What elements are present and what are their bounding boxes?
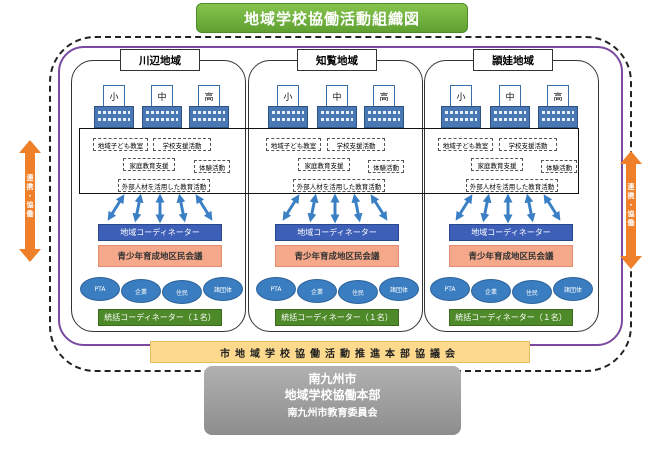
org-ellipse: PTA	[256, 277, 296, 301]
general-coordinator: 統括コーディネーター（１名）	[275, 309, 399, 326]
org-ellipse: 住民	[338, 280, 378, 304]
activity-box: 体験活動	[368, 160, 404, 173]
activity-box: 体験活動	[541, 160, 577, 173]
region-label: 頴娃地域	[473, 49, 553, 71]
left-double-arrow: 連携・協働	[19, 140, 41, 262]
activity-band	[79, 128, 579, 194]
promotion-council-bar: 市地域学校協働活動推進本部協議会	[150, 341, 530, 363]
double-arrow-shape	[19, 140, 41, 262]
double-arrow	[282, 194, 300, 221]
general-coordinator: 統括コーディネーター（１名）	[98, 309, 222, 326]
activity-box: 学校支援活動	[153, 138, 211, 151]
school-icon: 高	[538, 85, 578, 128]
double-arrow	[524, 193, 536, 223]
hq-name: 地域学校協働本部	[284, 388, 381, 402]
org-ellipse: 住民	[512, 280, 552, 304]
youth-council: 青少年育成地区民会議	[449, 245, 573, 267]
activity-box: 家庭教育支援	[471, 158, 523, 171]
youth-council: 青少年育成地区民会議	[98, 245, 222, 267]
activity-box: 地域子ども教室	[93, 138, 148, 151]
school-icon: 小	[94, 85, 134, 128]
double-arrow	[195, 194, 213, 221]
double-arrow	[307, 193, 319, 223]
activity-box: 学校支援活動	[499, 138, 557, 151]
activity-box: 体験活動	[194, 160, 230, 173]
org-ellipse: 住民	[162, 280, 202, 304]
activity-box: 地域子ども教室	[266, 138, 321, 151]
activity-box: 外部人材を活用した教育活動	[118, 179, 210, 192]
school-icon: 小	[441, 85, 481, 128]
double-arrow	[455, 194, 473, 221]
activity-box: 家庭教育支援	[298, 158, 350, 171]
regional-coordinator: 地域コーディネーター	[275, 224, 399, 241]
org-ellipse: 企業	[471, 279, 511, 303]
activity-box: 家庭教育支援	[123, 158, 175, 171]
org-ellipse: 企業	[121, 279, 161, 303]
hq-board: 南九州市教育委員会	[287, 408, 378, 419]
headquarters-box: 南九州市 地域学校協働本部 南九州市教育委員会	[204, 366, 461, 435]
right-double-arrow: 連携・協働	[620, 151, 642, 269]
general-coordinator: 統括コーディネーター（１名）	[449, 309, 573, 326]
activity-box: 外部人材を活用した教育活動	[466, 179, 558, 192]
org-ellipse: 企業	[297, 279, 337, 303]
org-ellipse: PTA	[430, 277, 470, 301]
double-arrow	[176, 193, 188, 223]
double-arrow	[107, 194, 125, 221]
youth-council: 青少年育成地区民会議	[275, 245, 399, 267]
school-icon: 高	[364, 85, 404, 128]
double-arrow	[370, 194, 388, 221]
double-arrow-shape	[620, 151, 642, 269]
double-arrow	[480, 193, 492, 223]
regional-coordinator: 地域コーディネーター	[449, 224, 573, 241]
school-label: 中	[499, 85, 521, 107]
school-icon: 高	[189, 85, 229, 128]
activity-box: 外部人材を活用した教育活動	[293, 179, 385, 192]
region-label: 川辺地域	[120, 49, 200, 71]
diagram-title: 地域学校協働活動組織図	[196, 3, 468, 33]
hq-city: 南九州市	[308, 372, 357, 386]
double-arrow	[351, 193, 363, 223]
school-icon: 小	[268, 85, 308, 128]
activity-box: 学校支援活動	[327, 138, 385, 151]
double-arrow	[132, 193, 144, 223]
activity-box: 地域子ども教室	[438, 138, 493, 151]
side-label: 連携・協働	[26, 174, 34, 218]
school-icon: 中	[317, 85, 357, 128]
regional-coordinator: 地域コーディネーター	[98, 224, 222, 241]
org-ellipse: 諸団体	[379, 277, 419, 301]
region-label: 知覧地域	[297, 49, 377, 71]
org-ellipse: 諸団体	[553, 277, 593, 301]
org-ellipse: PTA	[80, 277, 120, 301]
org-ellipse: 諸団体	[203, 277, 243, 301]
double-arrow	[543, 194, 561, 221]
school-icon: 中	[490, 85, 530, 128]
school-label: 小	[450, 85, 472, 107]
side-label: 連携・協働	[627, 183, 635, 227]
school-icon: 中	[142, 85, 182, 128]
